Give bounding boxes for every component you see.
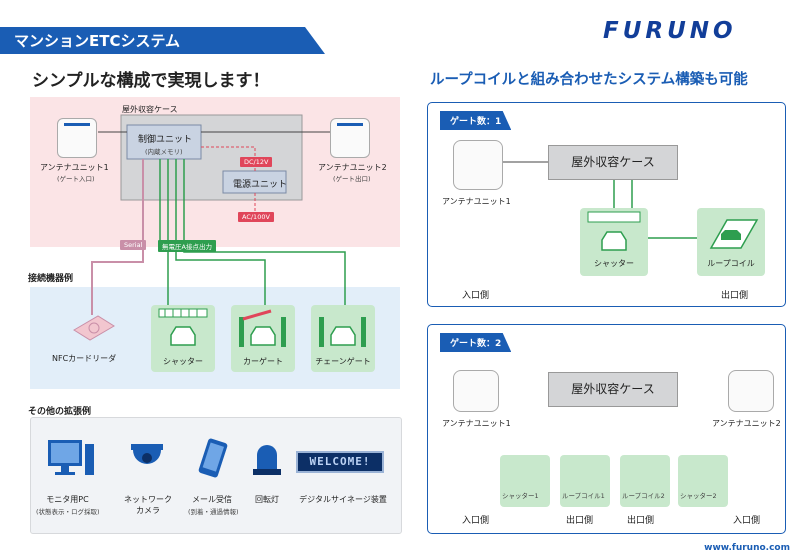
shutter-card — [151, 305, 215, 372]
nfc-label: NFCカードリーダ — [52, 354, 117, 363]
network-camera-label: ネットワーク カメラ — [124, 495, 172, 515]
cargate-card — [231, 305, 295, 372]
shutter-label: シャッター — [163, 357, 203, 366]
gate2-loop1-label: ループコイル1 — [562, 492, 605, 500]
connected-heading: 接続機器例 — [28, 274, 74, 284]
control-unit-sub: (内蔵メモリ) — [145, 148, 183, 156]
gate2-antenna2-label: アンテナユニット2 — [712, 419, 781, 428]
serial-label: Serial — [120, 240, 147, 250]
gate2-entry1: 入口側 — [462, 516, 490, 526]
gate2-exit2: 出口側 — [627, 516, 655, 526]
gate1-tab: ゲート数：1 — [440, 111, 512, 130]
shutter-icon — [587, 211, 641, 251]
title-banner — [0, 27, 325, 54]
gate1-antenna-icon — [453, 140, 503, 190]
signage-icon: WELCOME! — [296, 451, 384, 473]
network-camera-icon — [131, 444, 163, 464]
gate2-tab: ゲート数：2 — [440, 333, 512, 352]
contact-line-chaingate — [183, 159, 346, 305]
contact-label: 無電圧A接点出力 — [158, 240, 216, 252]
gate1-loop-label: ループコイル — [707, 259, 755, 268]
chaingate-label: チェーンゲート — [315, 357, 371, 366]
antenna1-sub: (ゲート入口) — [57, 175, 95, 183]
furuno-logo: FURUNO — [603, 18, 737, 44]
gate1-antenna-label: アンテナユニット1 — [442, 197, 511, 206]
gate2-antenna1-icon — [453, 370, 499, 412]
signage-text: WELCOME! — [309, 455, 371, 468]
gate2-case: 屋外収容ケース — [548, 372, 678, 407]
mail-sub: (到着・通過情報) — [188, 508, 239, 516]
gate2-antenna1-label: アンテナユニット1 — [442, 419, 511, 428]
car-gate-icon — [239, 309, 286, 347]
monitor-pc-label: モニタ用PC — [46, 495, 89, 504]
antenna2-label: アンテナユニット2 — [318, 163, 387, 172]
gate2-shutter2-label: シャッター2 — [680, 492, 717, 500]
power-unit-label: 電源ユニット — [233, 180, 288, 190]
gate2-shutter2-card — [678, 455, 728, 507]
signage-label: デジタルサイネージ装置 — [299, 495, 387, 504]
gate2-shutter1-label: シャッター1 — [502, 492, 539, 500]
nfc-reader-icon — [73, 315, 115, 341]
antenna-unit-1-icon — [57, 118, 97, 158]
mail-label: メール受信 — [192, 495, 232, 504]
gate2-exit1: 出口側 — [566, 516, 594, 526]
right-headline: ループコイルと組み合わせたシステム構築も可能 — [430, 72, 748, 88]
expansion-heading: その他の拡張例 — [28, 407, 92, 417]
dc-label: DC/12V — [240, 157, 273, 167]
antenna-unit-2-icon — [330, 118, 370, 158]
smartphone-icon — [198, 438, 228, 478]
monitor-pc-sub: (状態表示・ログ採取) — [36, 508, 100, 516]
gate1-case: 屋外収容ケース — [548, 145, 678, 180]
left-headline: シンプルな構成で実現します！ — [32, 71, 270, 91]
chain-gate-icon — [319, 317, 366, 347]
gate1-shutter-label: シャッター — [594, 259, 634, 268]
gate2-loop2-card — [620, 455, 670, 507]
rotating-light-label: 回転灯 — [255, 495, 279, 504]
antenna2-sub: (ゲート出口) — [333, 175, 371, 183]
monitor-pc-icon — [48, 440, 94, 475]
gate1-entry: 入口側 — [462, 291, 490, 301]
gate2-shutter1-card — [500, 455, 550, 507]
chaingate-card — [311, 305, 375, 372]
antenna1-label: アンテナユニット1 — [40, 163, 109, 172]
loop-coil-icon — [709, 219, 759, 249]
gate1-shutter-card — [580, 208, 648, 276]
rotating-light-icon — [253, 445, 281, 475]
gate2-loop2-label: ループコイル2 — [622, 492, 665, 500]
gate2-entry2: 入口側 — [733, 516, 761, 526]
contact-line-cargate — [175, 159, 266, 305]
gate1-loop-card — [697, 208, 765, 276]
footer-url[interactable]: www.furuno.com — [704, 543, 790, 553]
ac-label: AC/100V — [238, 212, 274, 222]
control-unit-label: 制御ユニット — [138, 135, 193, 145]
gate2-loop1-card — [560, 455, 610, 507]
page-title: マンションETCシステム — [14, 32, 181, 50]
shutter-icon — [158, 308, 208, 346]
gate1-exit: 出口側 — [721, 291, 749, 301]
control-unit-box — [126, 124, 202, 160]
cargate-label: カーゲート — [243, 357, 283, 366]
outdoor-case-label: 屋外収容ケース — [122, 105, 178, 114]
serial-line — [91, 159, 144, 315]
gate2-antenna2-icon — [728, 370, 774, 412]
